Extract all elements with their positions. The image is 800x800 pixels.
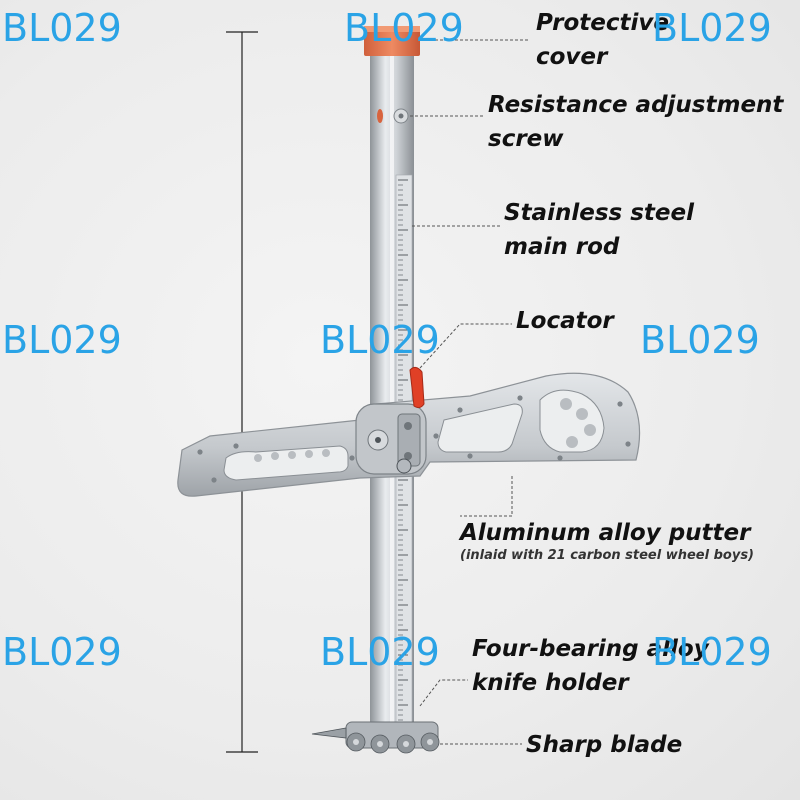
rivet bbox=[617, 401, 623, 407]
label-putter-note: (inlaid with 21 carbon steel wheel boys) bbox=[460, 548, 754, 563]
label-line: Stainless steel bbox=[504, 200, 694, 226]
rivet bbox=[557, 455, 563, 461]
rivet bbox=[233, 443, 239, 449]
watermark: BL029 bbox=[2, 6, 122, 50]
rivet bbox=[517, 395, 523, 401]
watermark: BL029 bbox=[652, 630, 772, 674]
callout-lines bbox=[410, 39, 530, 745]
protective-cover bbox=[364, 26, 420, 56]
rivet bbox=[467, 453, 473, 459]
watermark: BL029 bbox=[320, 318, 440, 362]
watermark: BL029 bbox=[344, 6, 464, 50]
rivet bbox=[457, 407, 463, 413]
label-line: screw bbox=[488, 126, 564, 152]
label-protective-cover: Protective cover bbox=[536, 6, 669, 74]
label-blade: Sharp blade bbox=[526, 732, 683, 758]
knife-holder bbox=[311, 721, 440, 754]
rivet bbox=[433, 433, 439, 439]
rivet bbox=[349, 455, 355, 461]
label-line: Four-bearing alloy bbox=[472, 636, 709, 662]
watermark: BL029 bbox=[320, 630, 440, 674]
label-line: Protective bbox=[536, 10, 669, 36]
label-locator: Locator bbox=[516, 308, 614, 334]
watermark: BL029 bbox=[652, 6, 772, 50]
rivet bbox=[197, 449, 203, 455]
label-main-rod: Stainless steel main rod bbox=[504, 196, 694, 264]
watermark: BL029 bbox=[640, 318, 760, 362]
rivet bbox=[211, 477, 217, 483]
label-putter: Aluminum alloy putter bbox=[460, 520, 751, 546]
label-line: Resistance adjustment bbox=[488, 92, 784, 118]
label-line: knife holder bbox=[472, 670, 629, 696]
rivet bbox=[625, 441, 631, 447]
locator-hub bbox=[355, 403, 427, 475]
watermark: BL029 bbox=[2, 318, 122, 362]
label-knife-holder: Four-bearing alloy knife holder bbox=[472, 632, 709, 700]
locator-lever bbox=[409, 366, 425, 409]
watermark: BL029 bbox=[2, 630, 122, 674]
label-resistance-screw: Resistance adjustment screw bbox=[488, 88, 783, 156]
dimension-line bbox=[226, 31, 258, 753]
label-line: main rod bbox=[504, 234, 620, 260]
label-line: cover bbox=[536, 44, 608, 70]
resistance-screw bbox=[377, 108, 409, 124]
